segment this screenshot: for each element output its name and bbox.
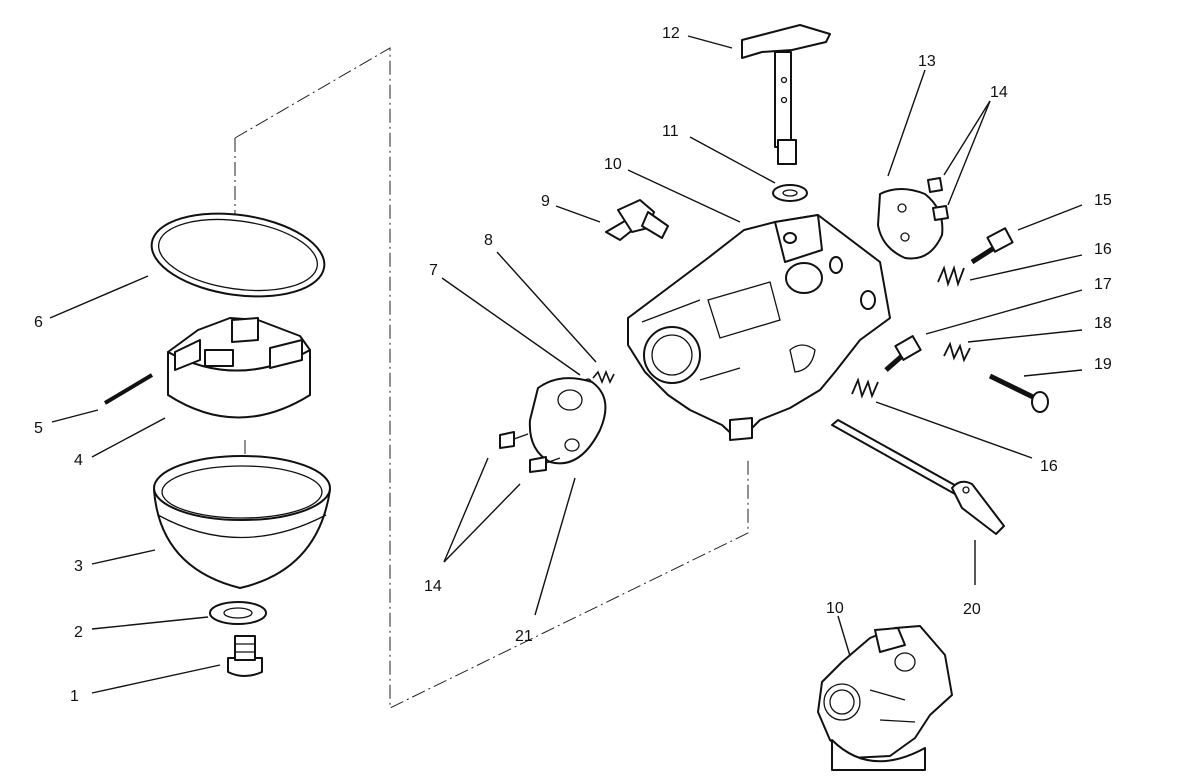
callout-15: 15 [1094, 192, 1112, 209]
part-4-float [167, 317, 311, 419]
callout-19: 19 [1094, 356, 1112, 373]
callout-2: 2 [74, 624, 83, 641]
part-2-washer [209, 601, 267, 625]
part-3-float-bowl [153, 455, 331, 589]
callout-8: 8 [484, 232, 493, 249]
part-11-shaft-seal [772, 184, 808, 202]
part-16-spring-upper [937, 264, 965, 288]
callout-9: 9 [541, 193, 550, 210]
part-21-choke-plate [528, 377, 607, 465]
callout-6: 6 [34, 314, 43, 331]
callout-17: 17 [1094, 276, 1112, 293]
callout-20: 20 [963, 601, 981, 618]
part-13-throttle-plate [877, 188, 944, 260]
callout-21: 21 [515, 628, 533, 645]
part-12-throttle-shaft [741, 24, 831, 165]
part-19-long-screw [988, 373, 1049, 413]
callout-3: 3 [74, 558, 83, 575]
callout-18: 18 [1094, 315, 1112, 332]
callout-13: 13 [918, 53, 936, 70]
part-5-float-pin [103, 373, 154, 405]
assembled-carburetor-reference-view [817, 625, 953, 771]
callout-labels: 1 2 3 4 5 6 7 8 9 10 11 12 13 14 15 16 1… [34, 25, 1112, 705]
part-16-spring-lower [851, 377, 879, 399]
callout-12: 12 [662, 25, 680, 42]
part-20-choke-shaft [831, 419, 1005, 535]
part-14-screws-right [927, 177, 949, 221]
part-10-carburetor-body [627, 214, 891, 441]
callout-10-top: 10 [604, 156, 622, 173]
part-17-main-screw [884, 335, 922, 372]
part-9-fuel-fitting [605, 199, 669, 241]
part-14-screws-left [499, 431, 561, 473]
part-18-spring [943, 341, 971, 363]
callout-14-right: 14 [990, 84, 1008, 101]
callout-5: 5 [34, 420, 43, 437]
callout-4: 4 [74, 452, 83, 469]
callout-10-reference: 10 [826, 600, 844, 617]
callout-16-upper: 16 [1094, 241, 1112, 258]
callout-7: 7 [429, 262, 438, 279]
part-6-bowl-gasket [150, 212, 326, 298]
callout-11: 11 [662, 123, 679, 140]
part-1-bowl-bolt [227, 635, 263, 677]
leader-lines [49, 35, 1083, 694]
callout-14-left: 14 [424, 578, 442, 595]
part-15-idle-mixture-screw [970, 227, 1014, 265]
callout-1: 1 [70, 688, 79, 705]
callout-16-lower: 16 [1040, 458, 1058, 475]
